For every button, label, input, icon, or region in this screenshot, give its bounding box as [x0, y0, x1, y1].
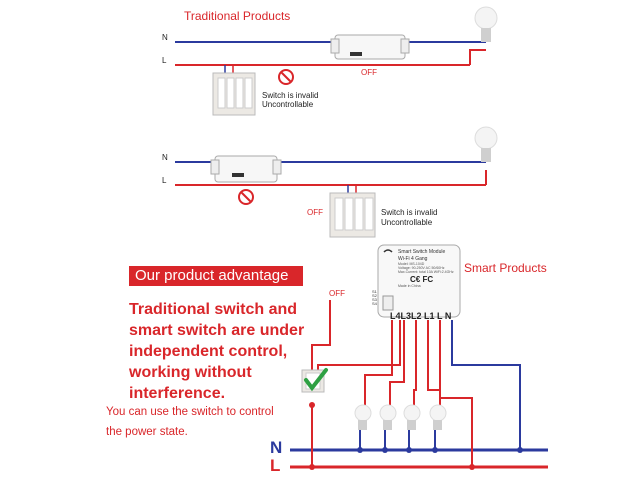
top-status-line1: Switch is invalid	[262, 91, 319, 100]
module-s3: S3	[372, 297, 377, 302]
module-s4: S4	[372, 301, 377, 306]
module-spec2: Voltage: 90-250V AC 50/60Hz	[398, 266, 445, 270]
top-wall-switch	[212, 72, 256, 116]
middle-wall-switch	[329, 192, 376, 238]
advantage-headline: Traditional switch and smart switch are …	[129, 301, 305, 402]
top-bulb-icon	[474, 6, 498, 42]
middle-prohibit-icon	[238, 189, 254, 205]
smart-products-title: Smart Products	[464, 261, 547, 275]
check-icon	[304, 368, 328, 392]
top-l-label: L	[162, 56, 167, 65]
module-type: Wi-Fi 4 Gang	[398, 256, 428, 262]
module-terminals: L4L3L2 L1 L N	[390, 311, 452, 321]
bottom-off-label: OFF	[329, 289, 345, 298]
smart-switch-module	[377, 244, 461, 318]
module-certs: C€ FC	[410, 275, 434, 284]
bottom-n-label: N	[270, 438, 283, 457]
top-section	[175, 6, 498, 116]
advantage-banner: Our product advantage	[129, 266, 303, 286]
module-origin: Made in China	[398, 284, 421, 288]
top-off-label: OFF	[361, 68, 377, 77]
middle-n-label: N	[162, 153, 168, 162]
module-spec3: Max.Current: total 10A WiFi:2.4GHz	[398, 270, 454, 274]
module-spec1: Model: MS-104D	[398, 262, 425, 266]
middle-status-line2: Uncontrollable	[381, 218, 433, 227]
middle-section	[175, 126, 498, 238]
top-prohibit-icon	[278, 69, 294, 85]
advantage-note: You can use the switch to control the po…	[106, 406, 274, 438]
top-breaker-module	[330, 34, 410, 60]
middle-bulb-icon	[474, 126, 498, 162]
module-s1: S1	[372, 289, 377, 294]
bottom-section	[290, 244, 548, 470]
top-status-line2: Uncontrollable	[262, 100, 314, 109]
bulb-2-icon	[379, 404, 397, 430]
module-name: Smart Switch Module	[398, 249, 446, 255]
bulb-3-icon	[403, 404, 421, 430]
middle-breaker-module	[210, 155, 282, 183]
middle-status-line1: Switch is invalid	[381, 208, 438, 217]
top-n-label: N	[162, 33, 168, 42]
module-s2: S2	[372, 293, 377, 298]
bulb-4-icon	[429, 404, 447, 430]
bulb-1-icon	[354, 404, 372, 430]
middle-off-label: OFF	[307, 208, 323, 217]
middle-l-label: L	[162, 176, 167, 185]
traditional-products-title: Traditional Products	[184, 9, 291, 23]
bottom-l-label: L	[270, 456, 281, 475]
